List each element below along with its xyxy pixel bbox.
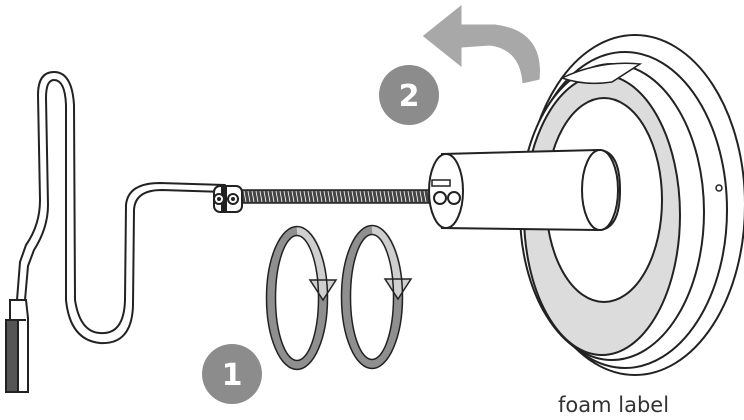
foam-label-caption: foam label: [558, 393, 669, 416]
ribbon-cable: [17, 72, 225, 343]
plug-connector: [6, 300, 28, 392]
tube-end-face: [429, 154, 463, 228]
screw-hole: [716, 185, 722, 191]
step-badge-2: 2: [379, 65, 439, 125]
standoff-tube: [429, 150, 620, 230]
rotate-arrow-left: [267, 227, 337, 370]
rotate-arrow-right: [342, 226, 412, 369]
step-number-1: 1: [222, 358, 243, 393]
threaded-rod: [240, 190, 435, 203]
rod-end-nut: [214, 186, 242, 212]
arrow-head-left: [310, 280, 336, 300]
step-number-2: 2: [399, 79, 420, 114]
step-badge-1: 1: [202, 344, 262, 404]
peel-direction-arrow: [422, 4, 540, 84]
arrow-head-right: [385, 279, 411, 299]
